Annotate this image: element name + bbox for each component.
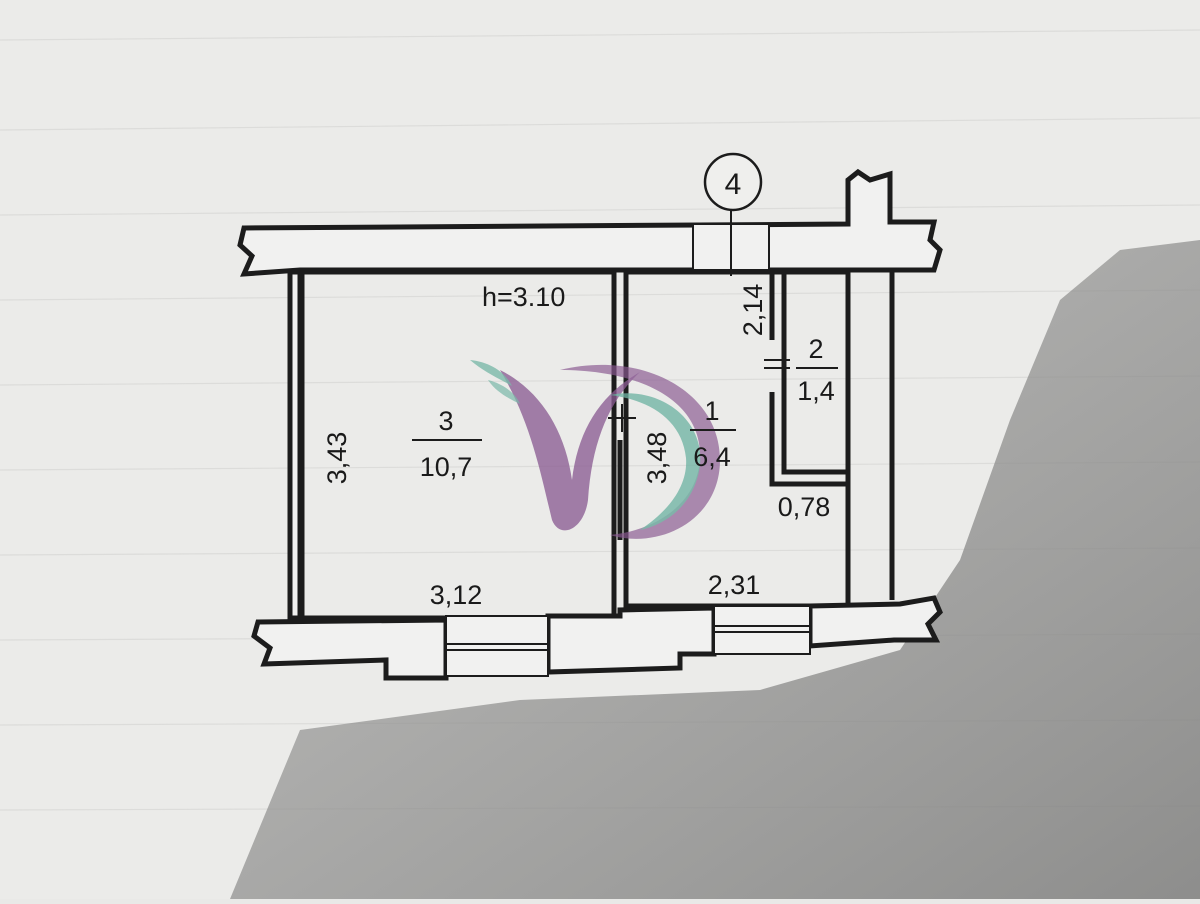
bottom-window-room-3 xyxy=(445,615,549,677)
ceiling-height-label: h=3.10 xyxy=(482,282,565,312)
door-between-rooms xyxy=(608,404,636,540)
closet-room-2 xyxy=(764,274,848,487)
room-1-area: 6,4 xyxy=(693,442,731,472)
left-wall xyxy=(287,269,303,621)
room-1-label: 1 6,4 xyxy=(690,396,736,472)
closet-height-dimension: 2,14 xyxy=(738,284,768,337)
room-2-number: 2 xyxy=(808,334,823,364)
room-1-number: 1 xyxy=(704,396,719,426)
bottom-window-room-1 xyxy=(713,605,811,655)
room-3-label: 3 10,7 xyxy=(412,406,482,482)
room-3-number: 3 xyxy=(438,406,453,436)
axis-marker: 4 xyxy=(703,152,763,212)
room-1-width-dimension: 2,31 xyxy=(708,570,761,600)
bottom-wall-right xyxy=(807,595,943,649)
closet-width-dimension: 0,78 xyxy=(778,492,831,522)
room-2-label: 2 1,4 xyxy=(796,334,838,406)
room-2-area: 1,4 xyxy=(797,376,835,406)
room-3-width-dimension: 3,12 xyxy=(430,580,483,610)
photo-shadow xyxy=(230,240,1200,899)
room-3-height-dimension: 3,43 xyxy=(322,432,352,485)
top-wall-opening xyxy=(692,206,770,276)
room-1-height-dimension: 3,48 xyxy=(642,432,672,485)
company-logo-watermark xyxy=(470,360,720,539)
room-3-area: 10,7 xyxy=(420,452,473,482)
axis-marker-label: 4 xyxy=(725,168,742,201)
